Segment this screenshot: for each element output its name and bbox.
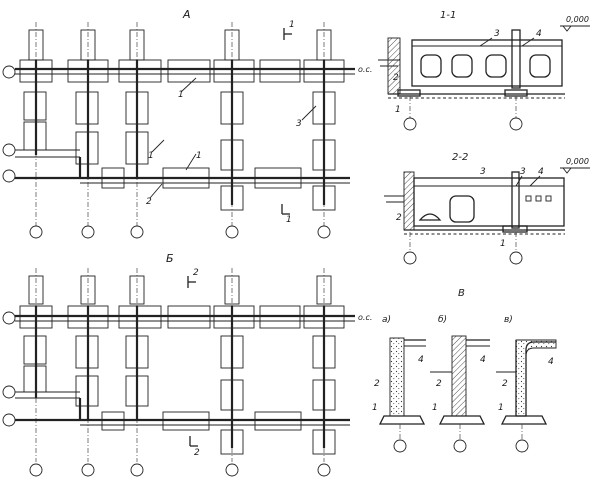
detail-c-callout-4: 4 bbox=[548, 357, 554, 367]
plan-a-section-mark-bottom: 1 bbox=[286, 215, 292, 225]
plan-a-callout-2: 1 bbox=[148, 151, 154, 161]
section-2-level: 0,000 bbox=[566, 157, 589, 166]
details-title: В bbox=[458, 288, 465, 299]
section-2-callout-1: 1 bbox=[500, 239, 506, 249]
detail-a-callout-2: 2 bbox=[374, 379, 380, 389]
detail-a-label: а) bbox=[382, 315, 391, 325]
detail-b-callout-2: 2 bbox=[436, 379, 442, 389]
section-2-callout-2: 2 bbox=[396, 213, 402, 223]
section-2-callout-3: 3 bbox=[480, 167, 486, 177]
section-1-callout-1: 1 bbox=[395, 105, 401, 115]
section-1-callout-2: 2 bbox=[393, 73, 399, 83]
section-2-callout-4: 3 bbox=[520, 167, 526, 177]
section-2-2: 2-2 0,000 1 2 3 3 4 bbox=[384, 152, 590, 265]
plan-a-callout-4: 2 bbox=[146, 197, 152, 207]
plan-a-title: А bbox=[182, 8, 191, 21]
section-1-level: 0,000 bbox=[566, 15, 589, 24]
plan-b-ducts bbox=[15, 314, 355, 426]
details-v: В а) 1 2 4 б) 1 2 4 bbox=[372, 288, 557, 453]
section-1-title: 1-1 bbox=[440, 10, 456, 21]
plan-a-callout-5: 3 bbox=[296, 119, 302, 129]
detail-c-callout-1: 1 bbox=[498, 403, 504, 413]
plan-a-slabs-bottom bbox=[101, 167, 302, 189]
detail-b-callout-4: 4 bbox=[480, 355, 486, 365]
plan-b-column-stubs bbox=[28, 275, 332, 305]
plan-a-ducts bbox=[15, 67, 355, 184]
detail-c-label: в) bbox=[504, 315, 513, 325]
detail-b: б) 1 2 4 bbox=[430, 315, 490, 453]
detail-a-callout-4: 4 bbox=[418, 355, 424, 365]
detail-c: в) 1 2 4 bbox=[496, 315, 557, 453]
detail-b-callout-1: 1 bbox=[432, 403, 438, 413]
plan-b-section-mark-bottom: 2 bbox=[194, 448, 200, 458]
plan-b: Б bbox=[2, 252, 372, 477]
plan-b-section-mark: 2 bbox=[193, 268, 199, 278]
section-1-1: 1-1 0,000 1 2 3 4 bbox=[378, 10, 590, 131]
plan-b-slabs-bottom bbox=[101, 411, 302, 431]
section-1-callout-4: 4 bbox=[536, 29, 542, 39]
plan-a-section-marks: 1 1 bbox=[281, 20, 295, 225]
plan-a-callout-1: 1 bbox=[178, 90, 184, 100]
plan-a-section-mark: 1 bbox=[289, 20, 295, 30]
plan-b-title: Б bbox=[166, 252, 174, 265]
detail-b-label: б) bbox=[438, 315, 447, 325]
plan-a-label-os: о.с. bbox=[358, 65, 372, 74]
plan-b-slabs-vertical bbox=[23, 306, 336, 455]
plan-b-section-marks: 2 2 bbox=[187, 268, 200, 458]
plan-a-slabs-top bbox=[19, 59, 345, 83]
plan-a-axes bbox=[2, 22, 331, 239]
detail-a: а) 1 2 4 bbox=[372, 315, 426, 453]
section-2-title: 2-2 bbox=[452, 152, 468, 163]
plan-a-callout-3: 1 bbox=[196, 151, 202, 161]
section-2-callout-5: 4 bbox=[538, 167, 544, 177]
detail-c-callout-2: 2 bbox=[502, 379, 508, 389]
detail-a-callout-1: 1 bbox=[372, 403, 378, 413]
plan-b-axes bbox=[2, 268, 331, 477]
plan-a: А bbox=[2, 8, 372, 239]
section-1-callout-3: 3 bbox=[494, 29, 500, 39]
plan-b-label-os: о.с. bbox=[358, 313, 372, 322]
plan-a-slabs-vertical bbox=[23, 60, 336, 211]
